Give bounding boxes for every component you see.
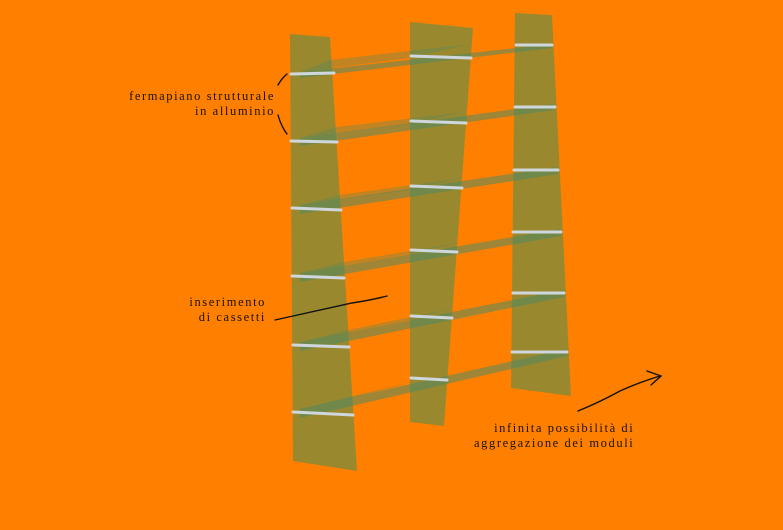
middle-panel <box>410 22 473 426</box>
stopper-left-5 <box>291 343 351 349</box>
shelf-3 <box>300 167 558 214</box>
shelf-depth-2 <box>300 112 466 138</box>
arrow-aggregazione-shaft <box>577 375 661 412</box>
aluminium-stoppers <box>289 43 569 417</box>
leader-fermapiano-top <box>277 73 288 86</box>
arrow-aggregazione-head <box>646 370 663 386</box>
label-cassetti-line-2: di cassetti <box>198 310 266 324</box>
stopper-middle-1 <box>409 54 473 60</box>
shelf-2 <box>300 104 554 146</box>
label-fermapiano-line-2: in alluminio <box>195 104 275 118</box>
right-panel <box>511 13 571 396</box>
shelf-6 <box>300 349 567 418</box>
shelf-4 <box>300 229 561 282</box>
stopper-middle-5 <box>409 314 454 320</box>
label-cassetti-line-1: inserimento <box>189 295 266 309</box>
shelf-5 <box>300 290 564 351</box>
stopper-middle-6 <box>409 376 449 382</box>
label-aggregazione-line-2: aggregazione dei moduli <box>474 436 635 450</box>
stopper-left-3 <box>290 206 343 212</box>
glass-shelves <box>300 44 567 418</box>
shelf-1 <box>300 44 552 78</box>
label-fermapiano: fermapiano strutturale in alluminio <box>129 89 275 119</box>
stopper-left-1 <box>289 71 336 76</box>
leader-cassetti <box>274 295 388 321</box>
stopper-middle-2 <box>409 119 468 125</box>
stopper-left-2 <box>289 139 339 144</box>
stopper-left-6 <box>291 410 355 417</box>
stopper-middle-4 <box>409 248 459 254</box>
stopper-middle-3 <box>409 184 464 190</box>
stopper-left-4 <box>290 274 346 280</box>
leader-fermapiano-bottom <box>277 114 288 135</box>
label-fermapiano-line-1: fermapiano strutturale <box>129 89 275 103</box>
label-aggregazione: infinita possibilità di aggregazione dei… <box>474 421 634 451</box>
label-aggregazione-line-1: infinita possibilità di <box>494 421 635 435</box>
label-cassetti: inserimento di cassetti <box>189 295 266 325</box>
shelf-depth-1 <box>300 44 470 72</box>
leader-lines <box>274 73 663 412</box>
shelf-depth-3 <box>300 178 462 205</box>
